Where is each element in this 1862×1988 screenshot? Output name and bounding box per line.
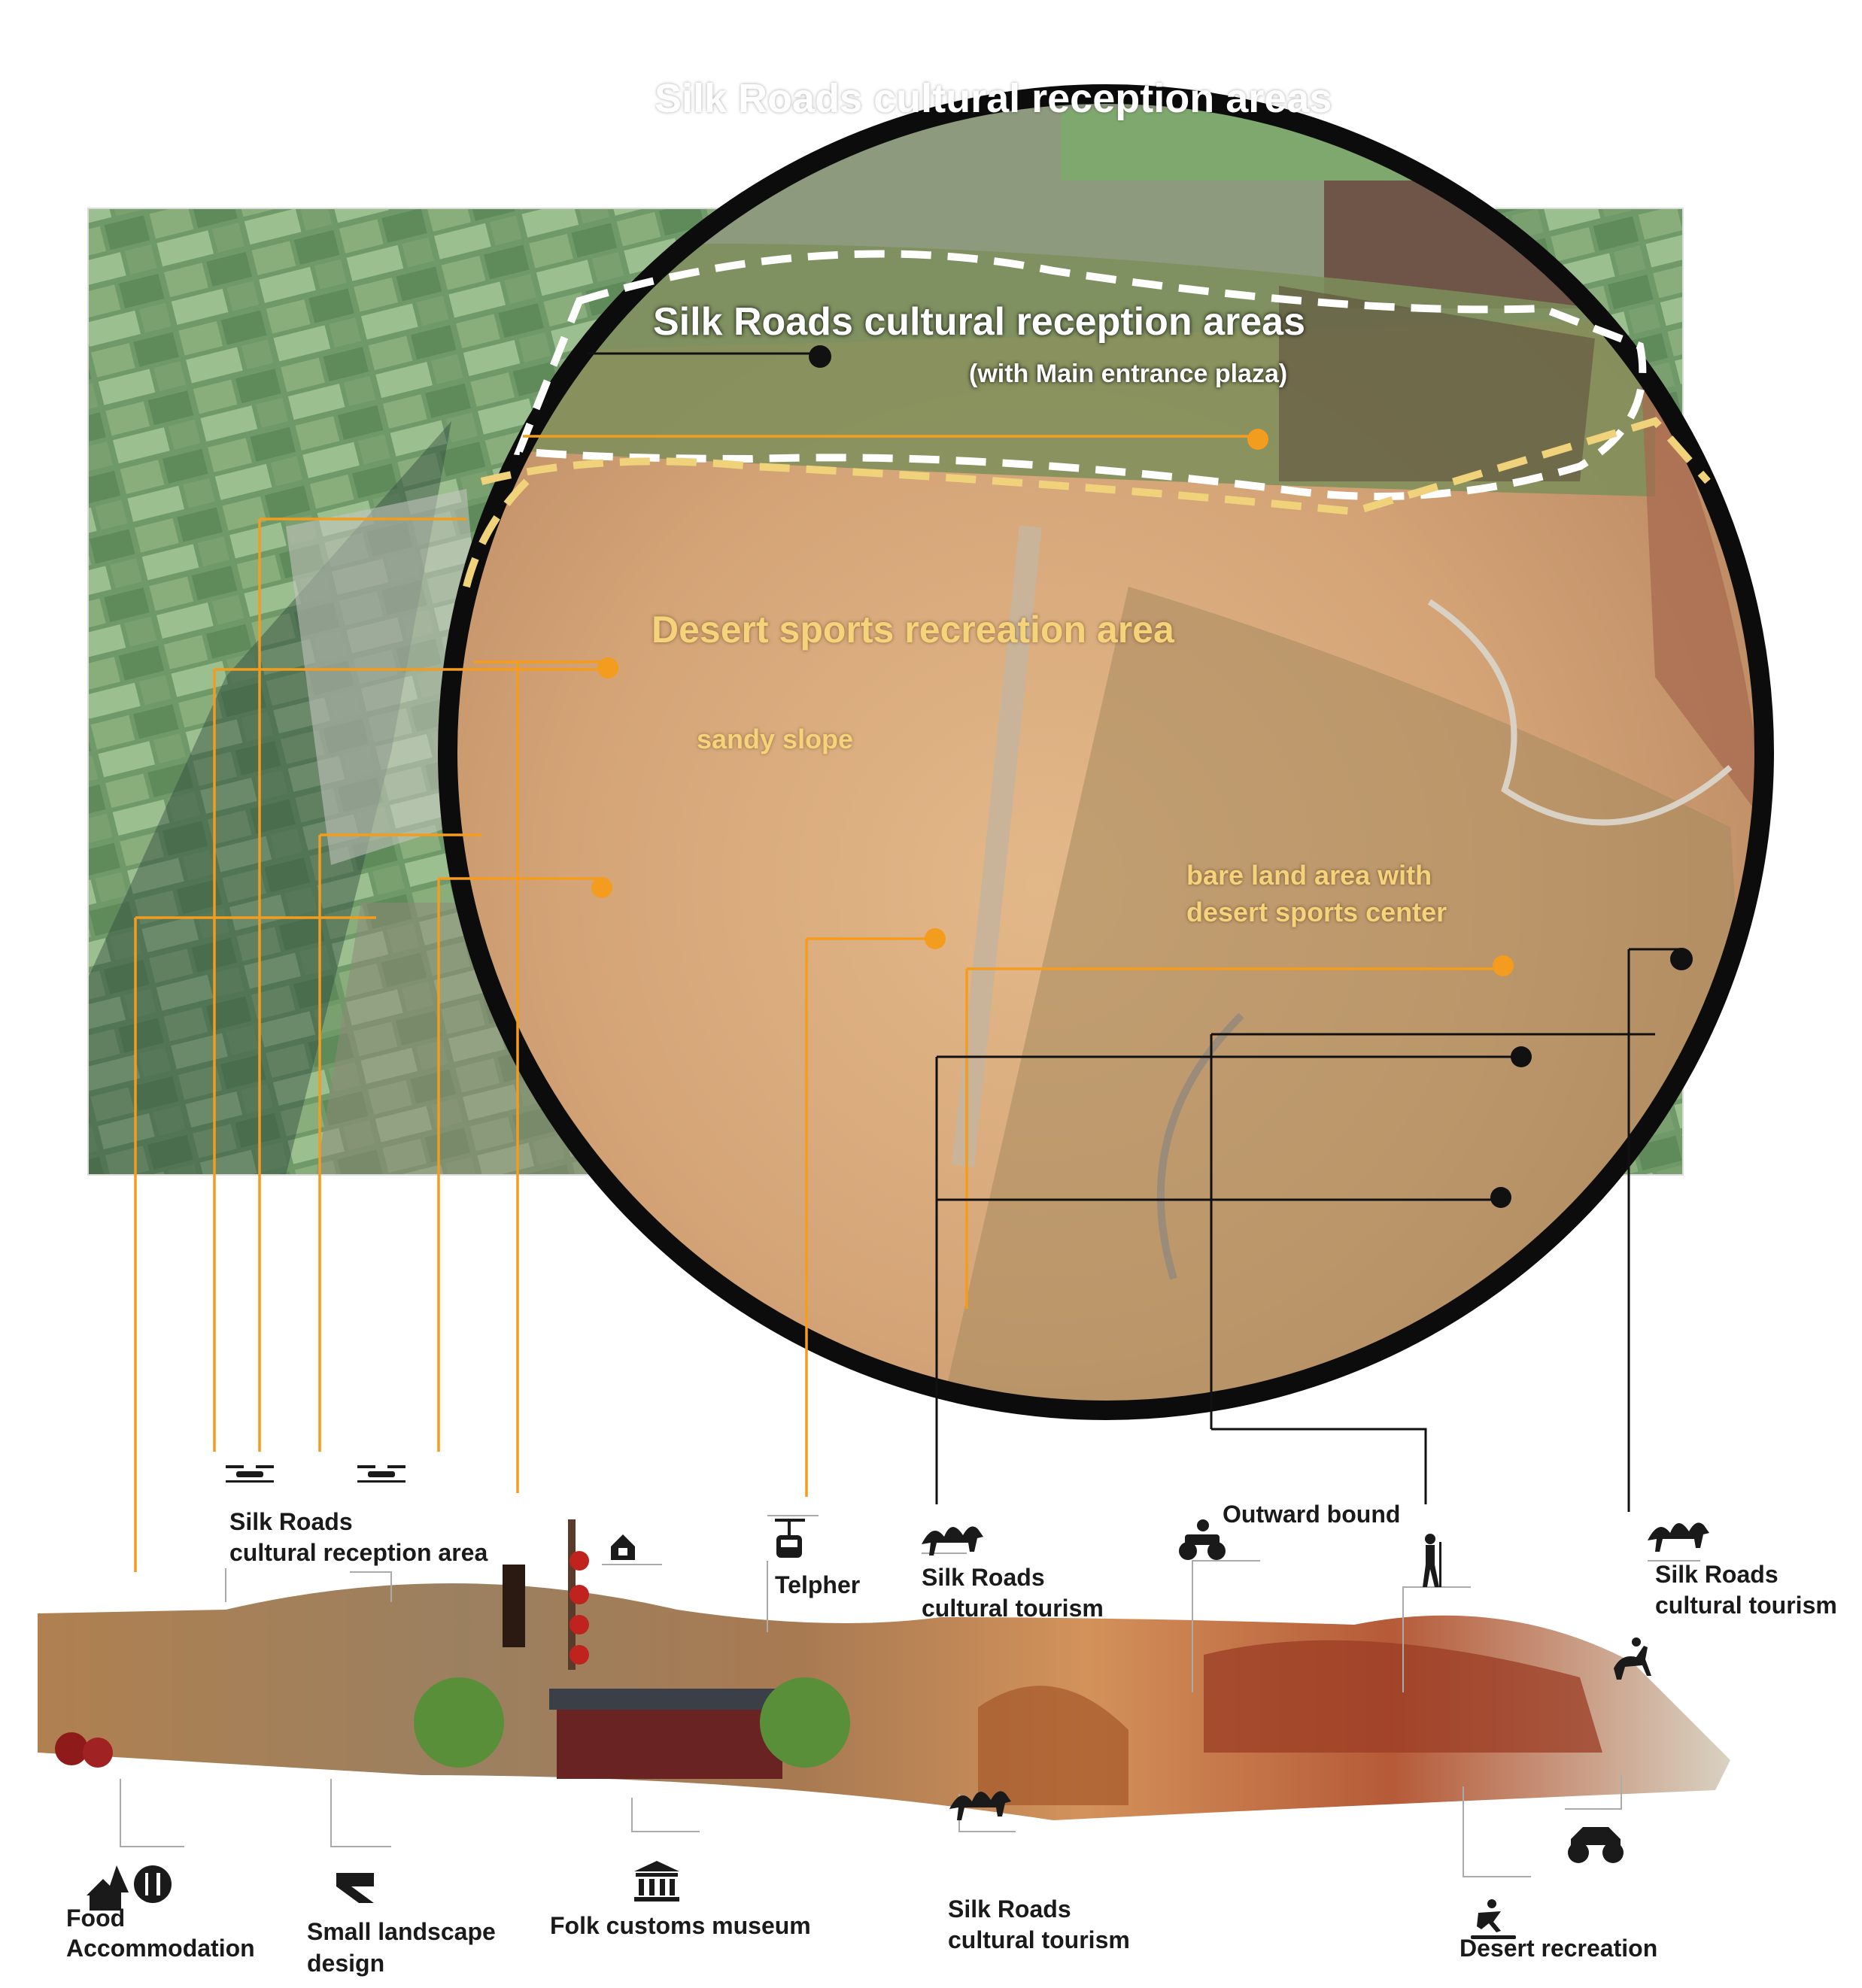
desert-zone-outline-top [480, 417, 1711, 516]
small-landscape-label-line2: design [307, 1950, 385, 1977]
cable-car-icon [775, 1519, 805, 1558]
atv-icon [1179, 1519, 1226, 1560]
silk-reception-label-line1: Silk Roads [229, 1508, 353, 1535]
silk-tourism-label-3-line2: cultural tourism [948, 1926, 1130, 1953]
reception-zone-outline [513, 250, 1647, 500]
accommodation-label: Accommodation [66, 1935, 255, 1962]
silk-tourism-label-3-line1: Silk Roads [948, 1895, 1071, 1923]
silk-tourism-label-2-line2: cultural tourism [1655, 1592, 1837, 1619]
zone-reception-subtitle: (with Main entrance plaza) [969, 360, 1288, 388]
black-leader-dots [809, 345, 1693, 1208]
hiker-icon [1423, 1534, 1441, 1587]
desert-zone-outline-left [463, 478, 530, 588]
telpher-label: Telpher [775, 1571, 861, 1598]
red-rock-canyon [1204, 1640, 1602, 1753]
house-sign-icon [611, 1534, 635, 1560]
orange-leader-lines [134, 435, 1503, 1572]
folk-museum-label: Folk customs museum [550, 1912, 811, 1939]
bare-land-label-line1: bare land area with [1186, 860, 1432, 891]
outward-bound-label: Outward bound [1223, 1501, 1401, 1528]
camel-icon [1648, 1522, 1709, 1552]
drone-icon [357, 1465, 406, 1483]
food-label: Food [66, 1905, 126, 1932]
bare-land-label-line2: desert sports center [1186, 897, 1447, 927]
tree-house-icon [87, 1865, 129, 1911]
panorama-strip [38, 1519, 1730, 1820]
hanging-banner [503, 1565, 525, 1647]
camel-icon [922, 1526, 983, 1555]
black-leader-lines [587, 352, 1681, 1512]
camel-caravan [978, 1686, 1128, 1805]
silk-reception-label-line2: cultural reception area [229, 1539, 488, 1566]
buggy-icon [1568, 1827, 1624, 1863]
desert-recreation-label: Desert recreation [1460, 1935, 1658, 1962]
sandy-slope-label: sandy slope [697, 724, 854, 754]
magnifier-ring [438, 84, 1774, 1420]
sandboard-icon [1471, 1899, 1516, 1939]
drone-icon [226, 1465, 274, 1483]
camel-icon [949, 1791, 1011, 1820]
landscape-sign-icon [336, 1873, 374, 1903]
museum-building [557, 1704, 782, 1779]
fork-knife-icon [134, 1865, 172, 1903]
silk-tourism-label-1-line2: cultural tourism [922, 1595, 1104, 1622]
zone-desert-title: Desert sports recreation area [652, 609, 1174, 651]
icons [87, 1465, 1709, 1939]
silk-tourism-label-1-line1: Silk Roads [922, 1564, 1045, 1591]
small-landscape-label-line1: Small landscape [307, 1918, 496, 1945]
zone-header-ghost: Silk Roads cultural reception areas [655, 76, 1332, 121]
orange-leader-dots [591, 429, 1514, 976]
museum-icon [634, 1861, 679, 1901]
horse-rider-icon [1614, 1637, 1651, 1680]
tree-right [760, 1677, 850, 1768]
silk-tourism-label-2-line1: Silk Roads [1655, 1561, 1778, 1588]
zone-reception-title: Silk Roads cultural reception areas [653, 300, 1305, 344]
tree-left [414, 1677, 504, 1768]
